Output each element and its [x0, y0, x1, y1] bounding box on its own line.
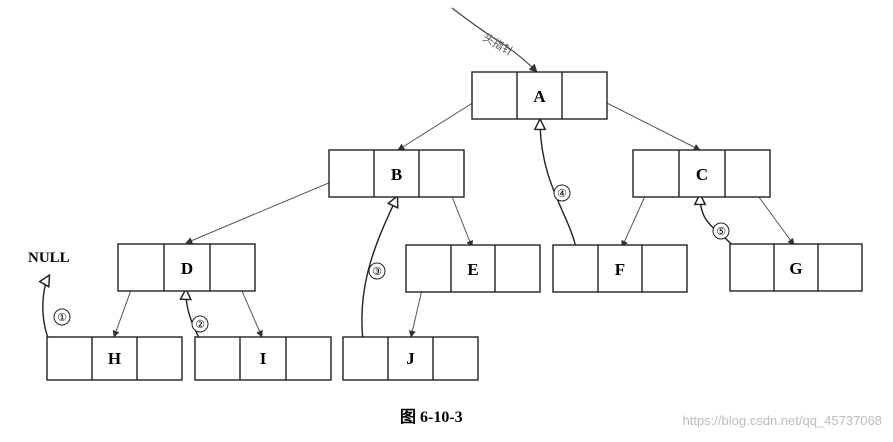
node-d-label: D: [181, 259, 193, 278]
node-e: E: [405, 244, 541, 293]
head-pointer-arrow: [451, 7, 538, 73]
node-c: C: [632, 149, 771, 198]
edge-b-d: [185, 173, 351, 244]
node-e-label: E: [467, 260, 478, 279]
head-pointer: 头指针: [451, 7, 538, 73]
node-g-label: G: [789, 259, 802, 278]
node-a: A: [471, 71, 608, 120]
thread-markers: ① ② ③ ④ ⑤: [53, 184, 730, 333]
thread-marker-3: ③: [372, 265, 382, 278]
node-j: J: [342, 336, 479, 381]
figure-caption: 图 6-10-3: [400, 408, 463, 426]
node-b-label: B: [391, 165, 402, 184]
node-h: H: [46, 336, 183, 381]
node-f: F: [552, 244, 688, 293]
thread-marker-5: ⑤: [716, 225, 726, 238]
node-g: G: [729, 243, 863, 292]
thread-marker-2: ②: [195, 318, 205, 331]
head-pointer-label: 头指针: [481, 30, 517, 59]
child-edges: [112, 91, 795, 338]
node-a-label: A: [533, 87, 546, 106]
node-j-label: J: [406, 349, 415, 368]
watermark: https://blog.csdn.net/qq_45737068: [683, 413, 883, 428]
node-d: D: [117, 243, 256, 292]
thread-marker-1: ①: [57, 311, 67, 324]
node-i-label: I: [260, 349, 267, 368]
node-f-label: F: [615, 260, 625, 279]
node-i: I: [194, 336, 332, 381]
node-h-label: H: [108, 349, 121, 368]
node-b: B: [328, 149, 465, 198]
thread-marker-4: ④: [557, 187, 567, 200]
node-c-label: C: [696, 165, 708, 184]
null-label: NULL: [28, 250, 70, 266]
